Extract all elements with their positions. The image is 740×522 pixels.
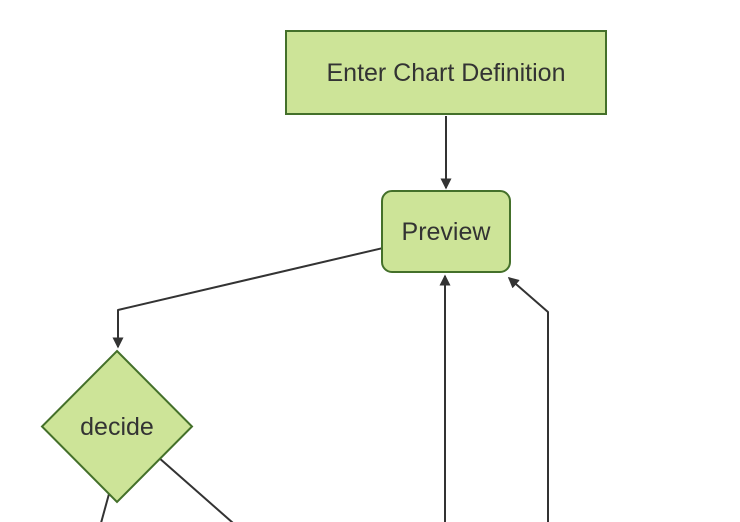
edge-offscreen-bottom-right-to-preview [507,277,549,522]
edge-preview-to-decide [112,247,384,349]
node-preview [381,190,511,273]
edge-decide-to-offscreen-bottom-right [157,456,234,522]
node-decide [40,349,194,504]
node-enter-chart-definition [285,30,607,115]
